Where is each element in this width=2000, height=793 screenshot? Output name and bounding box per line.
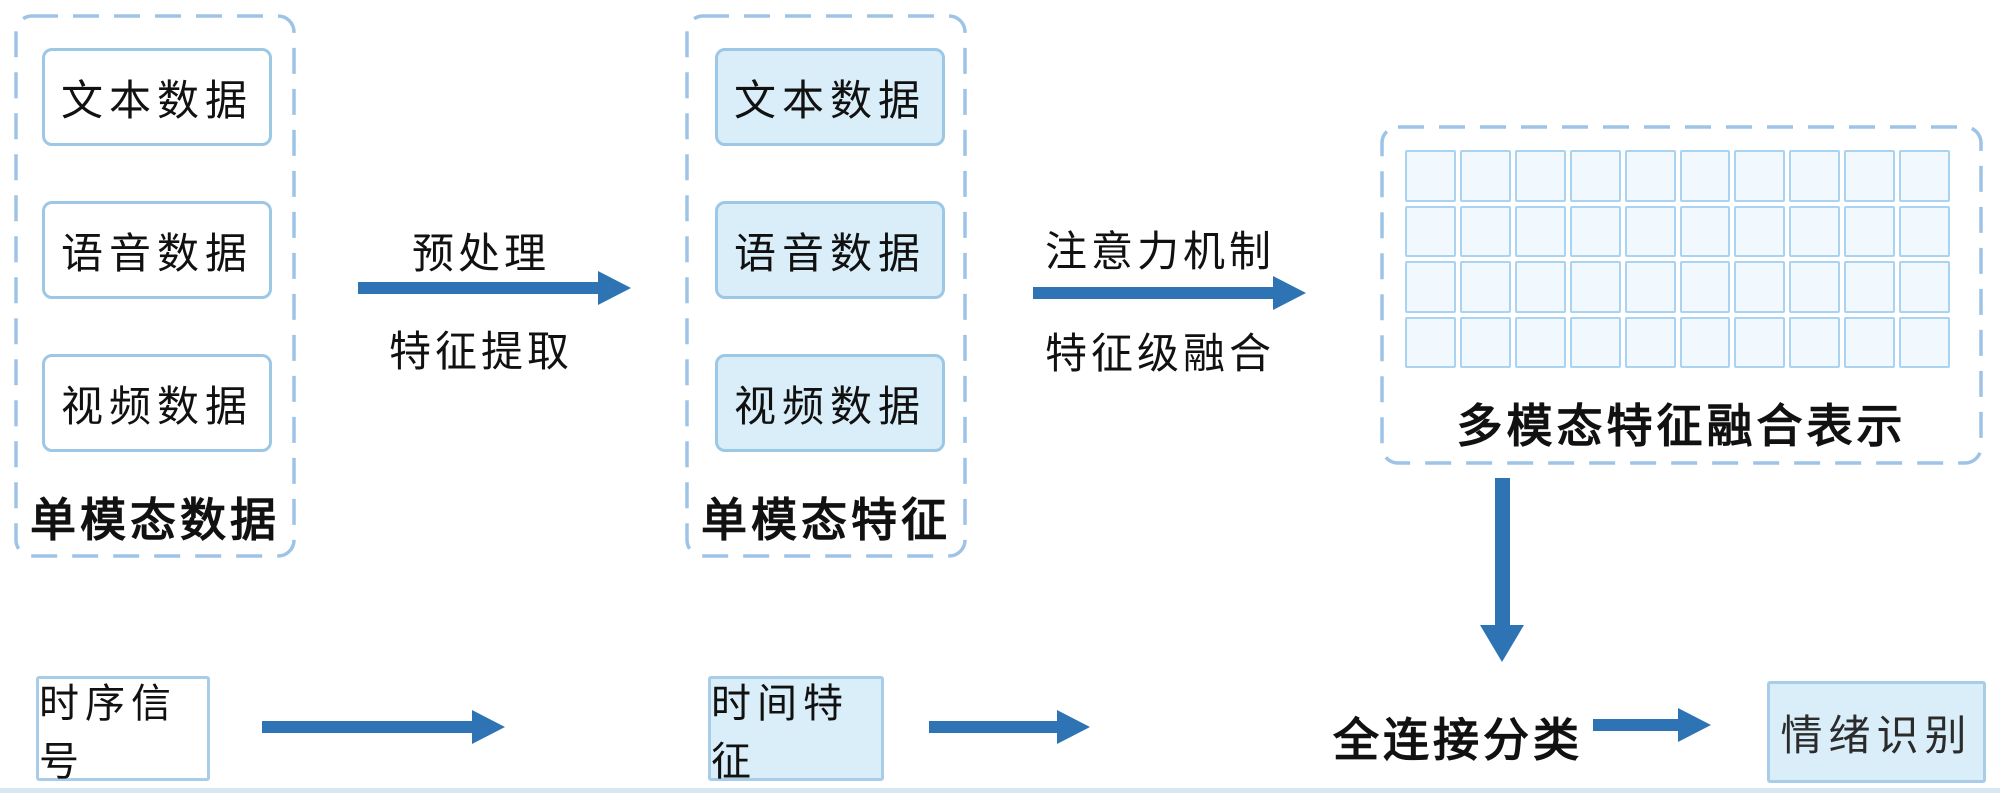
feature-cell <box>1899 316 1950 368</box>
audio-feature-box: 语音数据 <box>715 201 945 299</box>
attention-arrow <box>1033 276 1306 310</box>
arrow-head <box>598 271 631 305</box>
feature-cell <box>1624 150 1676 202</box>
feature-cell <box>1844 205 1896 257</box>
unimodal-features-panel: 文本数据 语音数据 视频数据 单模态特征 <box>685 14 967 558</box>
video-data-box: 视频数据 <box>42 354 272 452</box>
preprocess-arrow <box>358 271 631 305</box>
feature-cell <box>1514 316 1566 368</box>
dashed-border <box>685 14 967 558</box>
text-data-box: 文本数据 <box>42 48 272 146</box>
feature-cell <box>1899 150 1950 202</box>
fc-classify-label: 全连接分类 <box>1333 715 1583 766</box>
feature-cell <box>1844 316 1896 368</box>
feature-cell <box>1679 205 1731 257</box>
arrow-head <box>1057 710 1090 744</box>
feature-cell <box>1734 150 1786 202</box>
fusion-panel-label: 多模态特征融合表示 <box>1456 401 1907 452</box>
feature-cell <box>1899 261 1950 313</box>
audio-data-box: 语音数据 <box>42 201 272 299</box>
arrow-shaft <box>1593 719 1678 731</box>
fusion-grid <box>1405 150 1950 368</box>
preprocess-arrow-bottom-label: 特征提取 <box>388 330 573 376</box>
audio-feature-label: 语音数据 <box>733 231 926 278</box>
feature-cell <box>1459 316 1511 368</box>
text-feature-label: 文本数据 <box>733 78 926 125</box>
feature-cell <box>1459 205 1511 257</box>
arrow-shaft <box>358 282 598 294</box>
fusion-panel: 多模态特征融合表示 <box>1380 125 1983 465</box>
video-feature-box: 视频数据 <box>715 354 945 452</box>
dashed-border <box>14 14 296 558</box>
preprocess-arrow-top-label: 预处理 <box>411 232 550 278</box>
feature-cell <box>1514 205 1566 257</box>
emotion-recognition-box: 情绪识别 <box>1767 681 1986 783</box>
feature-cell <box>1734 316 1786 368</box>
time-signal-label: 时序信号 <box>39 680 177 784</box>
arrow-head <box>1480 625 1524 662</box>
video-feature-label: 视频数据 <box>733 384 926 431</box>
feature-cell <box>1569 261 1621 313</box>
audio-data-label: 语音数据 <box>60 231 253 278</box>
time-feature-arrow <box>929 710 1090 744</box>
arrow-shaft <box>262 721 472 733</box>
feature-cell <box>1569 205 1621 257</box>
classify-arrow <box>1593 708 1711 742</box>
arrow-shaft <box>1494 478 1510 625</box>
arrow-head <box>1678 708 1711 742</box>
feature-cell <box>1405 205 1456 257</box>
arrow-head <box>1273 276 1306 310</box>
feature-cell <box>1514 150 1566 202</box>
feature-cell <box>1679 316 1731 368</box>
feature-cell <box>1679 261 1731 313</box>
feature-cell <box>1405 261 1456 313</box>
text-feature-box: 文本数据 <box>715 48 945 146</box>
time-feature-label: 时间特征 <box>711 680 849 784</box>
attention-arrow-bottom-label: 特征级融合 <box>1044 332 1275 378</box>
feature-cell <box>1789 205 1841 257</box>
feature-cell <box>1734 261 1786 313</box>
feature-cell <box>1569 150 1621 202</box>
feature-cell <box>1789 150 1841 202</box>
text-data-label: 文本数据 <box>60 78 253 125</box>
arrow-shaft <box>1033 287 1273 299</box>
unimodal-features-panel-label: 单模态特征 <box>701 495 951 546</box>
emotion-recognition-label: 情绪识别 <box>1780 713 1973 760</box>
feature-cell <box>1789 316 1841 368</box>
feature-cell <box>1789 261 1841 313</box>
feature-cell <box>1459 261 1511 313</box>
time-signal-box: 时序信号 <box>36 676 210 784</box>
feature-cell <box>1459 150 1511 202</box>
feature-cell <box>1624 205 1676 257</box>
video-data-label: 视频数据 <box>60 384 253 431</box>
unimodal-data-panel-label: 单模态数据 <box>30 495 280 546</box>
feature-cell <box>1405 150 1456 202</box>
dashed-border <box>1380 125 1983 465</box>
feature-cell <box>1514 261 1566 313</box>
feature-cell <box>1569 316 1621 368</box>
feature-cell <box>1624 261 1676 313</box>
time-feature-box: 时间特征 <box>708 676 884 784</box>
arrow-shaft <box>929 721 1057 733</box>
unimodal-data-panel: 文本数据 语音数据 视频数据 单模态数据 <box>14 14 296 558</box>
feature-cell <box>1844 261 1896 313</box>
feature-cell <box>1405 316 1456 368</box>
arrow-head <box>472 710 505 744</box>
feature-cell <box>1899 205 1950 257</box>
attention-arrow-top-label: 注意力机制 <box>1044 230 1275 276</box>
bottom-divider <box>0 788 2000 793</box>
feature-cell <box>1624 316 1676 368</box>
feature-cell <box>1844 150 1896 202</box>
feature-cell <box>1734 205 1786 257</box>
feature-cell <box>1679 150 1731 202</box>
time-signal-arrow <box>262 710 505 744</box>
fusion-to-classifier-arrow <box>1480 478 1524 662</box>
